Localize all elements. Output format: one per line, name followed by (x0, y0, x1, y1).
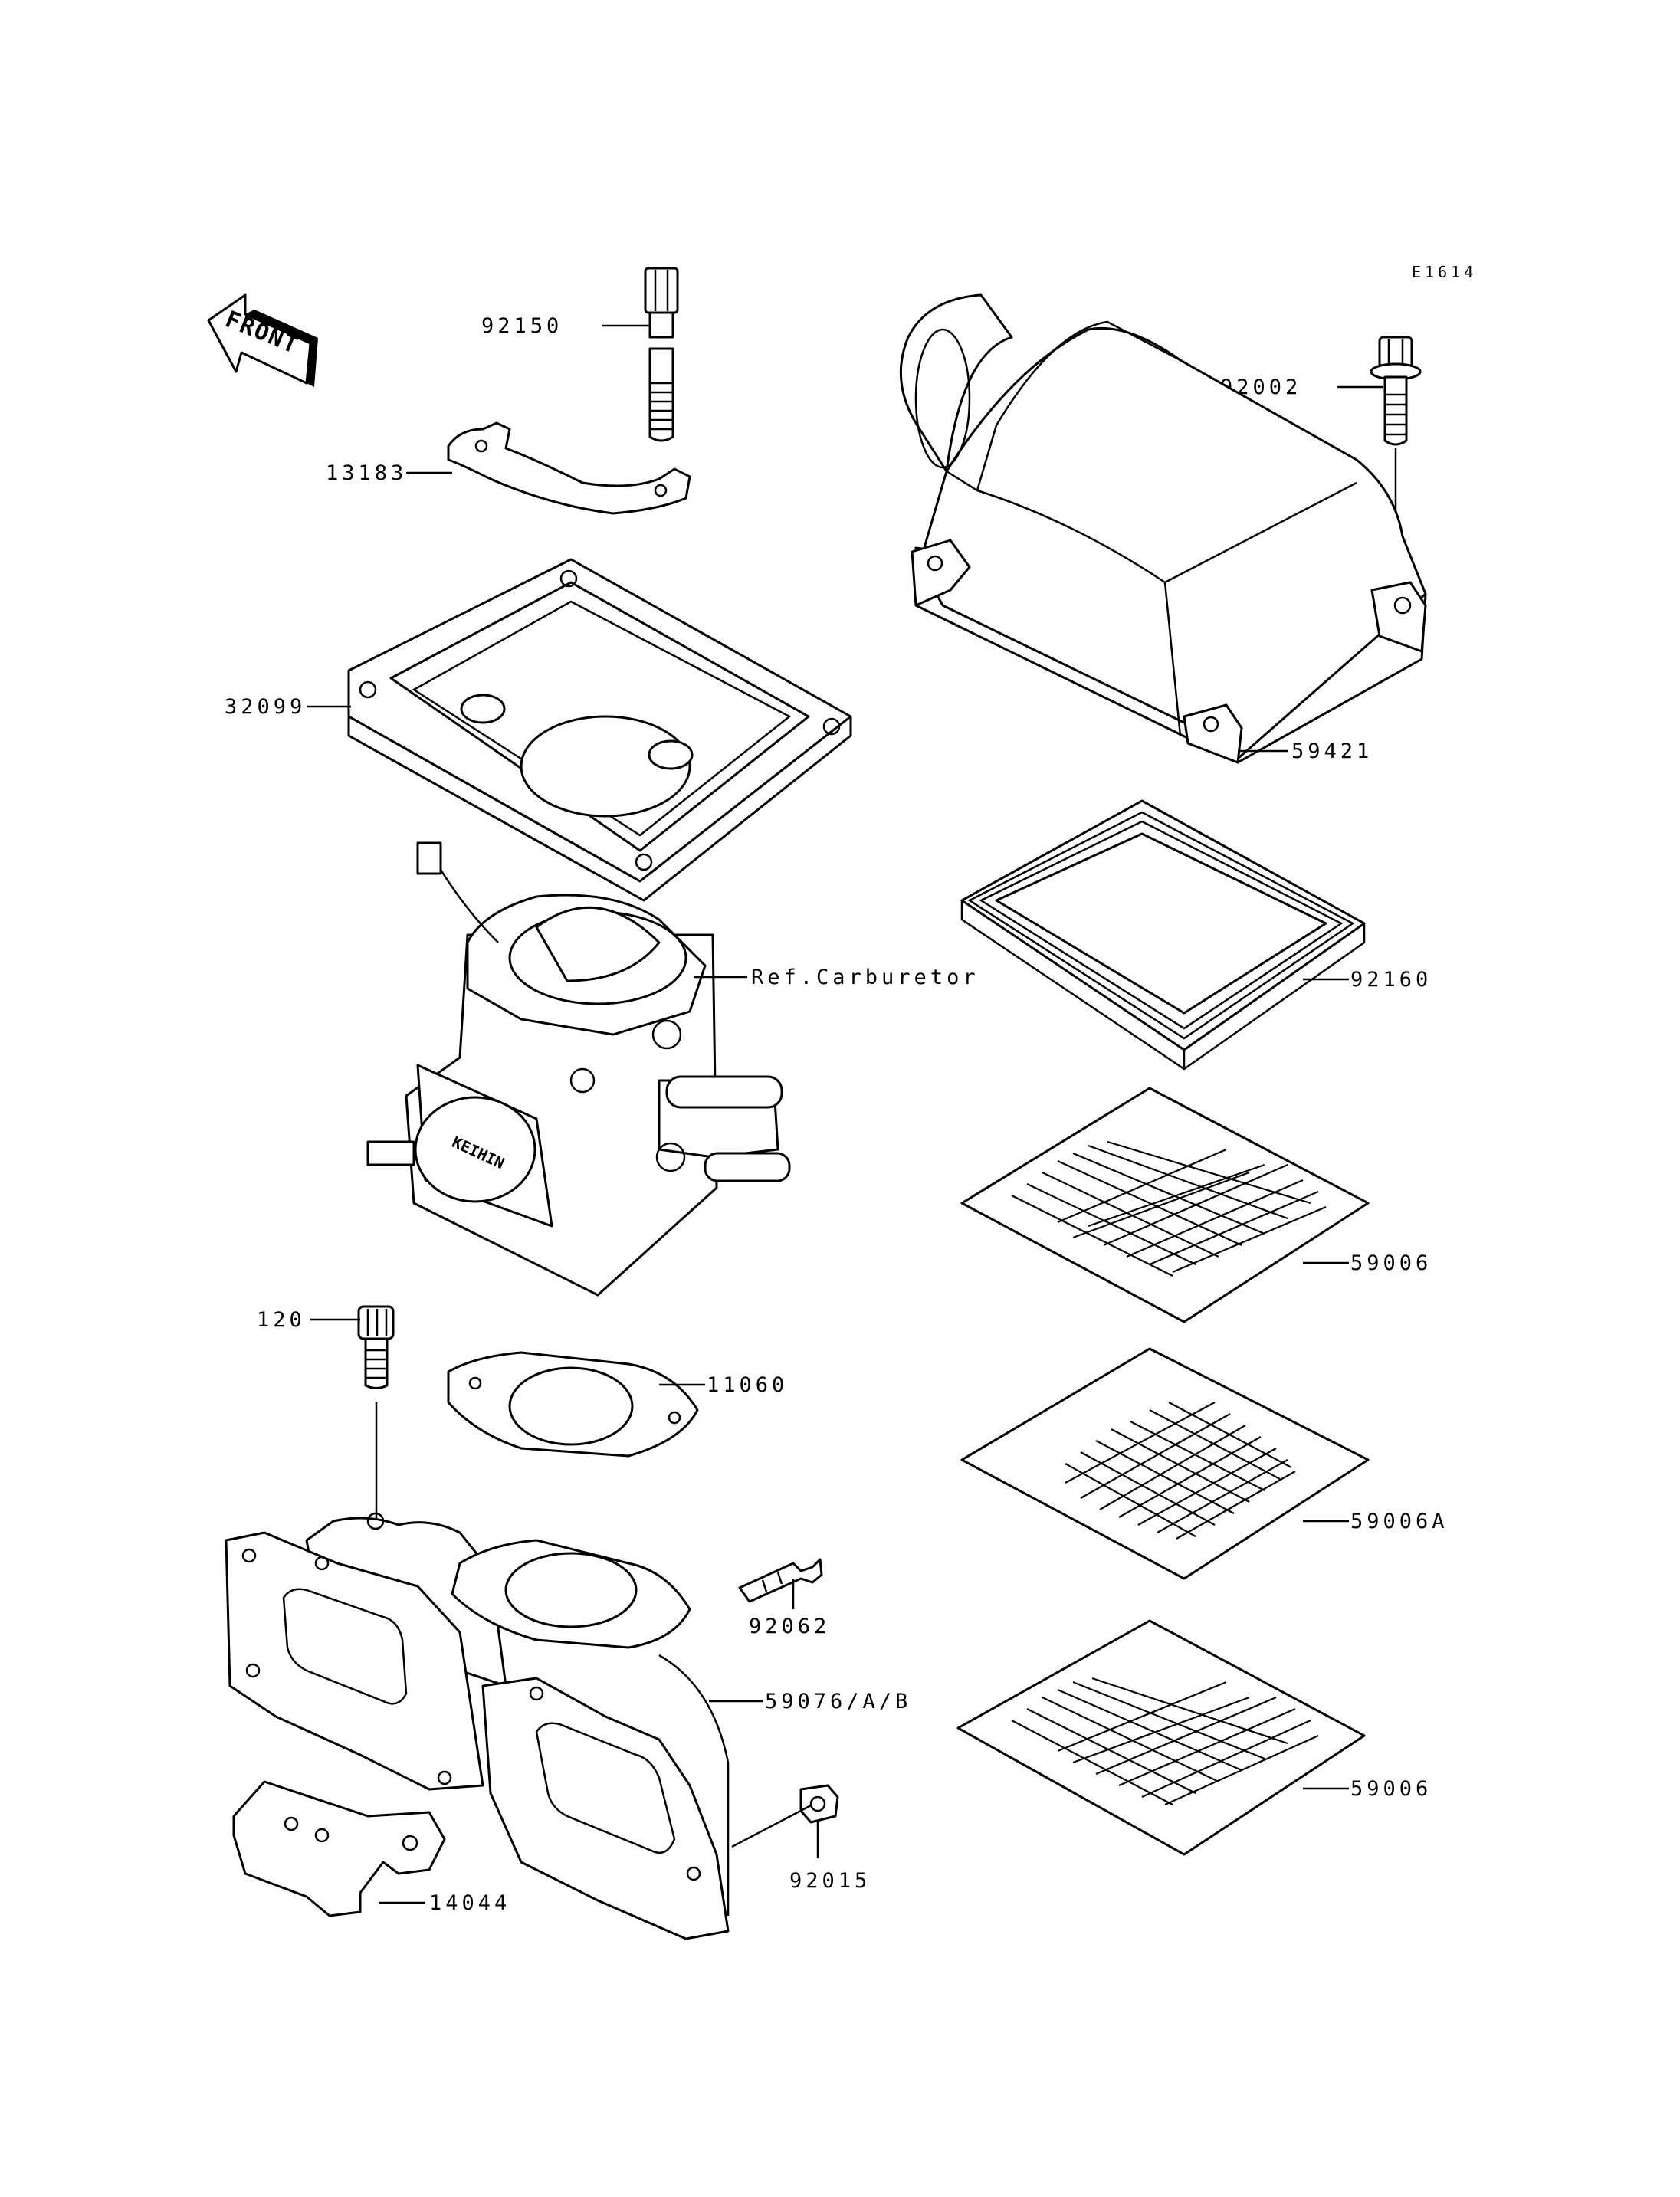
nut-92015 (799, 1784, 839, 1824)
label-92062: 92062 (749, 1615, 830, 1638)
label-59421: 59421 (1291, 739, 1373, 763)
label-11060: 11060 (707, 1373, 788, 1397)
bolt-92002 (1370, 336, 1422, 446)
label-120: 120 (257, 1308, 306, 1332)
bracket-13183 (447, 421, 691, 515)
gasket-92160 (960, 799, 1366, 1071)
label-59076: 59076/A/B (765, 1690, 911, 1713)
carburetor: KEIHIN (366, 841, 791, 1297)
label-32099: 32099 (225, 695, 306, 719)
label-92150: 92150 (481, 314, 563, 338)
label-14044: 14044 (429, 1891, 510, 1915)
label-13183: 13183 (326, 461, 407, 485)
air-box-base-32099 (347, 558, 852, 902)
mesh-bottom (1011, 1677, 1319, 1806)
label-59006-bottom: 59006 (1350, 1777, 1432, 1801)
fitting-92062 (738, 1558, 823, 1603)
screen-59006A (960, 1347, 1370, 1580)
air-box-cover-59421 (899, 293, 1427, 764)
label-92160: 92160 (1350, 968, 1432, 992)
label-92015: 92015 (789, 1869, 871, 1893)
diagram-code: E1614 (1412, 263, 1477, 281)
screen-59006-top (960, 1087, 1370, 1323)
label-59006A: 59006A (1350, 1510, 1449, 1533)
mesh-middle (1065, 1402, 1296, 1540)
screen-59006-bottom (956, 1619, 1366, 1856)
front-arrow-icon: FRONT (207, 293, 318, 387)
intake-manifold-59076 (225, 1512, 730, 1940)
bolt-120 (357, 1305, 395, 1389)
label-ref-carburetor: Ref.Carburetor (751, 966, 979, 989)
bracket-14044 (232, 1780, 446, 1917)
mesh-top (1011, 1140, 1327, 1277)
gasket-11060 (447, 1351, 699, 1458)
bolt-92150 (644, 267, 679, 442)
label-59006-top: 59006 (1350, 1251, 1432, 1275)
